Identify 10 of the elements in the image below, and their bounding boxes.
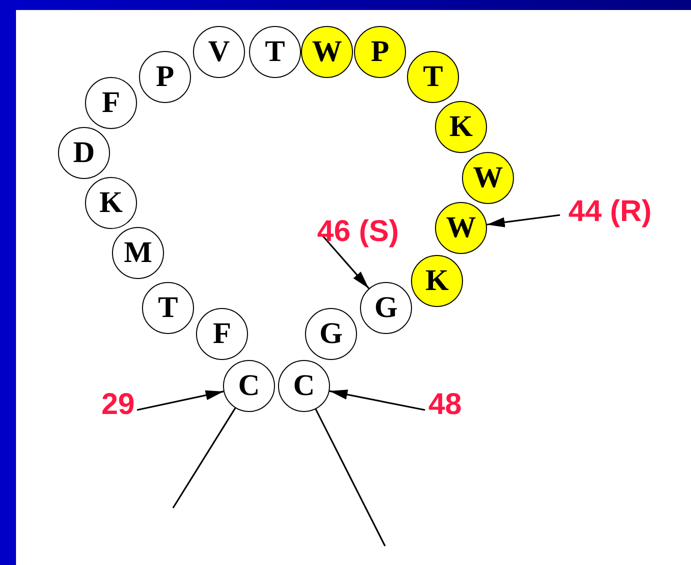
residue-number-label: 48 — [428, 388, 462, 422]
chain-line — [315, 408, 386, 546]
chain-line — [172, 408, 236, 508]
arrow — [329, 390, 426, 411]
residue-number-label: 44 (R) — [568, 195, 652, 229]
arrow — [486, 214, 560, 228]
residue-number-label: 29 — [101, 388, 135, 422]
arrow — [136, 390, 224, 411]
arrow — [321, 234, 370, 289]
residue-number-label: 46 (S) — [317, 215, 399, 249]
